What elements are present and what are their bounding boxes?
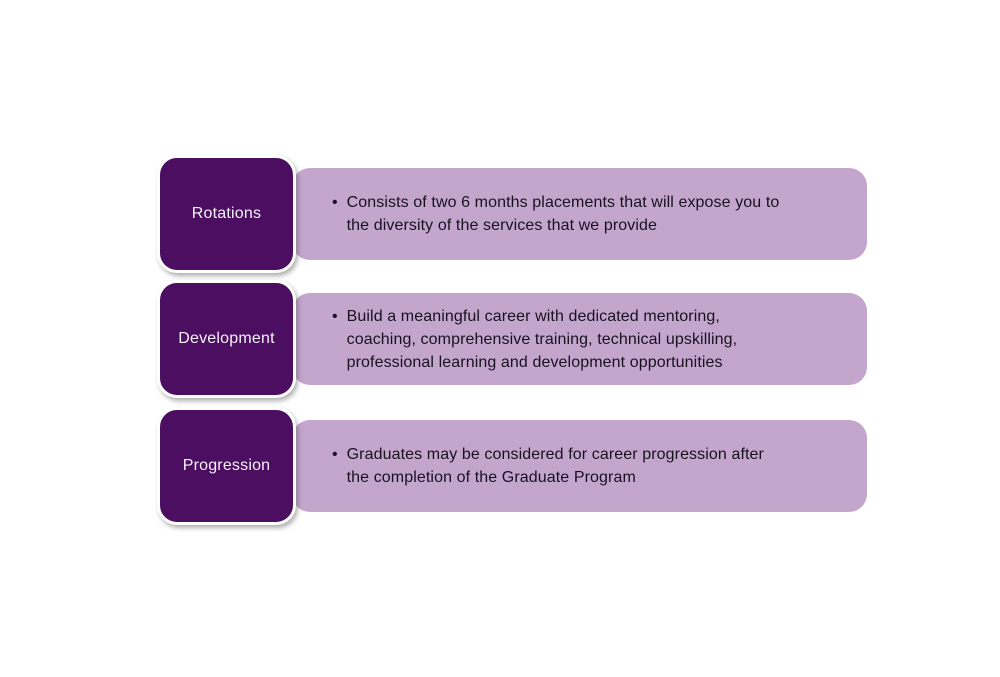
development-detail-text: Build a meaningful career with dedicated… [346, 307, 738, 371]
bullet-icon: • [332, 307, 338, 325]
bullet-icon: • [332, 446, 338, 463]
development-stage-card: Development [157, 280, 296, 398]
development-stage-label: Development [178, 330, 275, 347]
rotations-detail-text: Consists of two 6 months placements that… [346, 194, 780, 234]
rotations-stage-label: Rotations [191, 205, 262, 222]
stage-row-rotations: • Consists of two 6 months placements th… [0, 155, 1000, 273]
rotations-stage-card: Rotations [157, 155, 296, 273]
progression-detail-panel: • Graduates may be considered for career… [292, 420, 867, 512]
stage-row-progression: • Graduates may be considered for career… [0, 407, 1000, 525]
bullet-icon: • [332, 194, 338, 211]
progression-stage-label: Progression [182, 457, 271, 474]
progression-stage-card: Progression [157, 407, 296, 525]
rotations-detail-panel: • Consists of two 6 months placements th… [292, 168, 867, 260]
stage-row-development: • Build a meaningful career with dedicat… [0, 280, 1000, 398]
development-detail-panel: • Build a meaningful career with dedicat… [292, 293, 867, 385]
bullet-line: • Consists of two 6 months placements th… [332, 191, 789, 237]
progression-detail-text: Graduates may be considered for career p… [346, 446, 764, 486]
bullet-line: • Graduates may be considered for career… [332, 443, 789, 489]
bullet-line: • Build a meaningful career with dedicat… [332, 305, 789, 374]
